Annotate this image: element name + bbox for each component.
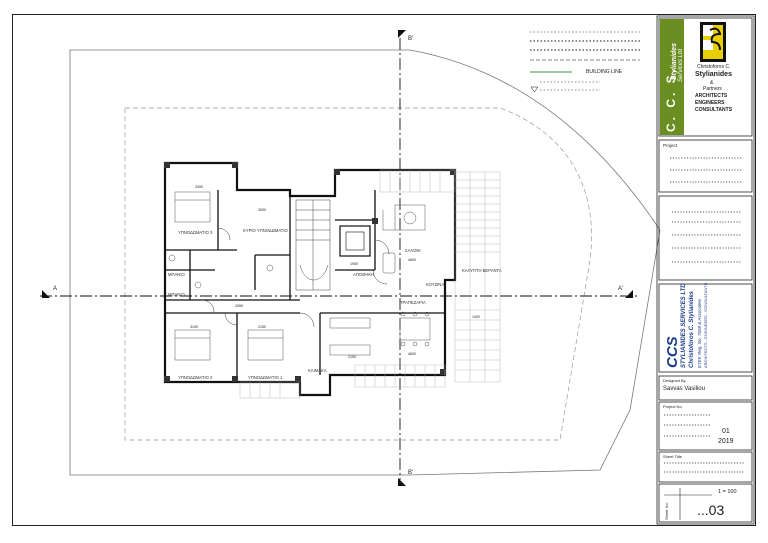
legend-block: [530, 31, 640, 93]
person-line3: Partners: [703, 86, 722, 92]
person-line1: Christoforos C.: [697, 64, 731, 70]
dim-8: 4600: [408, 352, 416, 356]
room-label-master: ΚΥΡΙΟ ΥΠΝΟΔΩΜΑΤΙΟ: [243, 228, 288, 233]
dim-7: 4600: [408, 258, 416, 262]
room-label-bedroom3: ΥΠΝΟΔΩΜΑΤΙΟ 3: [178, 230, 213, 235]
room-label-veranda: ΚΑΛΥΠΤΗ ΒΕΡΑΝΤΑ: [462, 268, 502, 273]
plot-boundary: [69, 49, 661, 476]
section-marker-a-right: [625, 290, 633, 298]
door-swings: [201, 227, 390, 328]
room-label-kitchen: ΚΟΥΖΙΝΑ: [426, 282, 445, 287]
dim-5: 2150: [258, 325, 266, 329]
section-label-a-left: A: [53, 286, 58, 292]
project-year: 2019: [718, 438, 734, 445]
project-label: Project: [663, 143, 678, 148]
company-name-vertical: Stylianides: [671, 43, 678, 80]
scale-value: 1 = 100: [718, 489, 737, 495]
person-line2: Stylianides: [695, 71, 732, 78]
legend-building-line: BUILDING LINE: [586, 69, 623, 75]
section-label-b-top: B': [408, 36, 414, 42]
person-amp: &: [710, 80, 714, 86]
title-block-frame: [656, 15, 755, 525]
dim-2: 3000: [258, 208, 266, 212]
dim-4: 3100: [190, 325, 198, 329]
building-line: [124, 107, 592, 441]
section-label-a-right: A': [618, 286, 624, 292]
interior-walls: [165, 190, 445, 382]
furniture: [168, 191, 431, 361]
stamp-ccs: CCS: [664, 336, 681, 368]
lift-shaft: [339, 225, 371, 257]
room-label-bath2: ΜΠΑΝΙΟ: [168, 292, 185, 297]
section-marker-b-top: [398, 30, 406, 38]
designed-by-value: Savvas Vasiliou: [663, 386, 705, 392]
section-marker-b-bottom: [398, 478, 406, 486]
room-label-bedroom2: ΥΠΝΟΔΩΜΑΤΙΟ 2: [178, 375, 213, 380]
role-consultants: CONSULTANTS: [695, 107, 733, 113]
room-label-living: ΣΑΛΟΝΙ: [405, 248, 421, 253]
dim-3: 2050: [235, 304, 243, 308]
sheet-no-label: Sheet No.: [664, 502, 669, 520]
role-architects: ARCHITECTS: [695, 93, 728, 99]
stair: [295, 199, 331, 291]
section-label-b-bottom: B': [408, 470, 414, 476]
project-no-value: 01: [722, 428, 730, 435]
stamp-reg: ETEK Reg. No. 7658 & Associates: [697, 298, 702, 368]
veranda-grid: [239, 169, 501, 399]
stamp-person: Christoforos C. Stylianides: [689, 290, 695, 368]
dim-6: 1900: [350, 262, 358, 266]
sheet-number: ...03: [697, 502, 725, 518]
company-sub-vertical: Services Ltd: [678, 48, 684, 82]
ccs-logo: [700, 22, 726, 62]
dim-10: 1400: [472, 315, 480, 319]
wall-columns: [164, 162, 456, 382]
role-engineers: ENGINEERS: [695, 100, 725, 106]
room-label-dining: ΤΡΑΠΕΖΑΡΙΑ: [400, 300, 426, 305]
sheet-title-label: Sheet Title: [663, 454, 682, 459]
room-label-storage: ΑΠΟΘΗΚΗ: [353, 272, 375, 277]
dim-1: 3300: [195, 185, 203, 189]
room-label-bath1: ΜΠΑΝΙΟ: [168, 272, 185, 277]
designed-by-label: Designed By: [663, 378, 686, 383]
room-label-bedroom1: ΥΠΝΟΔΩΜΑΤΙΟ 1: [248, 375, 283, 380]
section-marker-a-left: [42, 290, 50, 298]
stamp-roles: ARCHITECTS - ENGINEERS - CONSULTANTS: [703, 282, 708, 368]
stamp-company: STYLIANIDES SERVICES LTD: [681, 283, 687, 368]
drawing-sheet-border: [12, 14, 756, 526]
title-block-placeholder-lines: [664, 157, 745, 473]
dim-9: 2150: [348, 355, 356, 359]
project-no-label: Project No: [663, 404, 682, 409]
room-label-stair: ΚΛΙΜΑΚΑ: [308, 368, 327, 373]
